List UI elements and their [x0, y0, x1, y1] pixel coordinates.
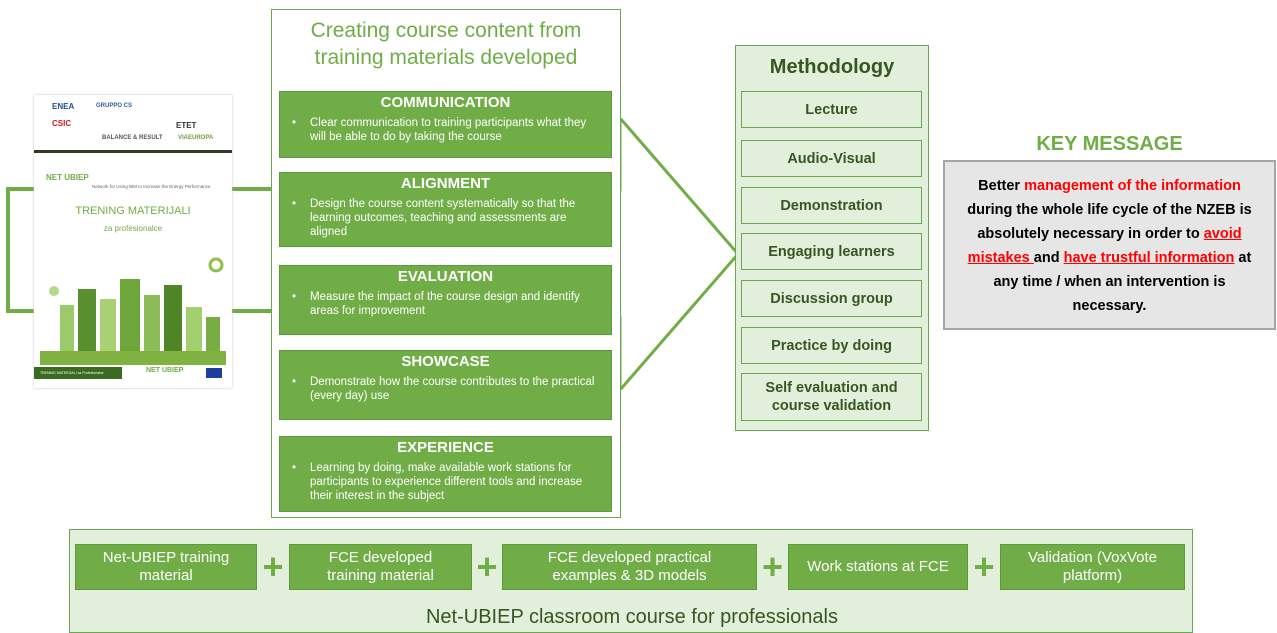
bottom-item-work-stations: Work stations at FCE: [788, 544, 968, 590]
logo-gruppo-cs: GRUPPO CS: [96, 103, 133, 109]
city-illustration: [40, 257, 226, 365]
bottom-item-training-material: Net-UBIEP training material: [75, 544, 257, 590]
cover-divider: [34, 150, 232, 153]
classroom-course-caption: Net-UBIEP classroom course for professio…: [425, 606, 838, 628]
cover-footer-brand: NET UBIEP: [146, 367, 184, 374]
logo-csic: CSIC: [52, 119, 72, 128]
item-experience: EXPERIENCE Learning by doing, make avail…: [279, 436, 612, 512]
key-message-box: Better management of the information dur…: [943, 160, 1276, 330]
item-heading: ALIGNMENT: [400, 175, 491, 192]
method-lecture: Lecture: [741, 91, 922, 128]
course-content-title: Creating course content from training ma…: [310, 19, 582, 69]
logo-etet: ETET: [176, 121, 197, 130]
plus-sign: +: [476, 546, 498, 587]
partner-logos: ENEA GRUPPO CS CSIC ETET BALANCE & RESUL…: [46, 99, 224, 145]
bottom-item-fce-training-material: FCE developed training material: [289, 544, 472, 590]
logo-balance-result: BALANCE & RESULT: [102, 135, 163, 141]
left-bracket-top: [6, 187, 38, 191]
item-description: Learning by doing, make available work s…: [292, 461, 603, 503]
method-discussion-group: Discussion group: [741, 280, 922, 317]
cover-brand: NET UBIEP: [46, 173, 89, 182]
cover-footer-bar: TRENING MATERIJALI za Profesionalce: [34, 367, 122, 379]
item-showcase: SHOWCASE Demonstrate how the course cont…: [279, 350, 612, 420]
item-evaluation: EVALUATION Measure the impact of the cou…: [279, 265, 612, 335]
item-description: Demonstrate how the course contributes t…: [292, 375, 603, 403]
highlight-trustful-information: have trustful information: [1063, 250, 1235, 266]
left-bracket: [6, 187, 10, 313]
item-heading: EVALUATION: [397, 268, 494, 285]
item-communication: COMMUNICATION Clear communication to tra…: [279, 91, 612, 158]
cover-tagline: Network for Using BIM to Increase the En…: [92, 184, 211, 189]
item-description: Clear communication to training particip…: [292, 116, 603, 144]
highlight-management: management of the information: [1024, 178, 1241, 194]
left-bracket-bottom: [6, 309, 38, 313]
item-description: Measure the impact of the course design …: [292, 290, 603, 318]
flow-arrow: [600, 118, 740, 390]
logo-enea: ENEA: [52, 102, 75, 111]
item-heading: SHOWCASE: [401, 353, 490, 370]
plus-sign: +: [973, 546, 995, 587]
item-heading: COMMUNICATION: [380, 94, 511, 111]
connector-line-top: [231, 187, 279, 191]
method-engaging-learners: Engaging learners: [741, 233, 922, 270]
method-practice-by-doing: Practice by doing: [741, 327, 922, 364]
method-self-evaluation: Self evaluation and course validation: [741, 373, 922, 421]
cover-subtitle: za profesionalce: [103, 224, 163, 233]
method-demonstration: Demonstration: [741, 187, 922, 224]
item-description: Design the course content systematically…: [292, 197, 603, 239]
method-audio-visual: Audio-Visual: [741, 140, 922, 177]
cover-title: TRENING MATERIJALI: [75, 205, 191, 217]
highlight-avoid-mistakes: avoid mistakes: [967, 226, 1242, 266]
bottom-item-fce-practical-examples: FCE developed practical examples & 3D mo…: [502, 544, 757, 590]
bottom-item-validation: Validation (VoxVote platform): [1000, 544, 1185, 590]
plus-sign: +: [761, 546, 784, 587]
training-material-cover: ENEA GRUPPO CS CSIC ETET BALANCE & RESUL…: [34, 95, 232, 388]
methodology-title: Methodology: [769, 56, 895, 78]
item-heading: EXPERIENCE: [397, 439, 494, 456]
key-message-title: KEY MESSAGE: [1036, 133, 1183, 155]
logo-viaeuropa: VIAEUROPA: [178, 135, 214, 141]
connector-line-bottom: [231, 309, 279, 313]
eu-flag-icon: [206, 368, 222, 378]
item-alignment: ALIGNMENT Design the course content syst…: [279, 172, 612, 247]
plus-sign: +: [262, 546, 284, 587]
